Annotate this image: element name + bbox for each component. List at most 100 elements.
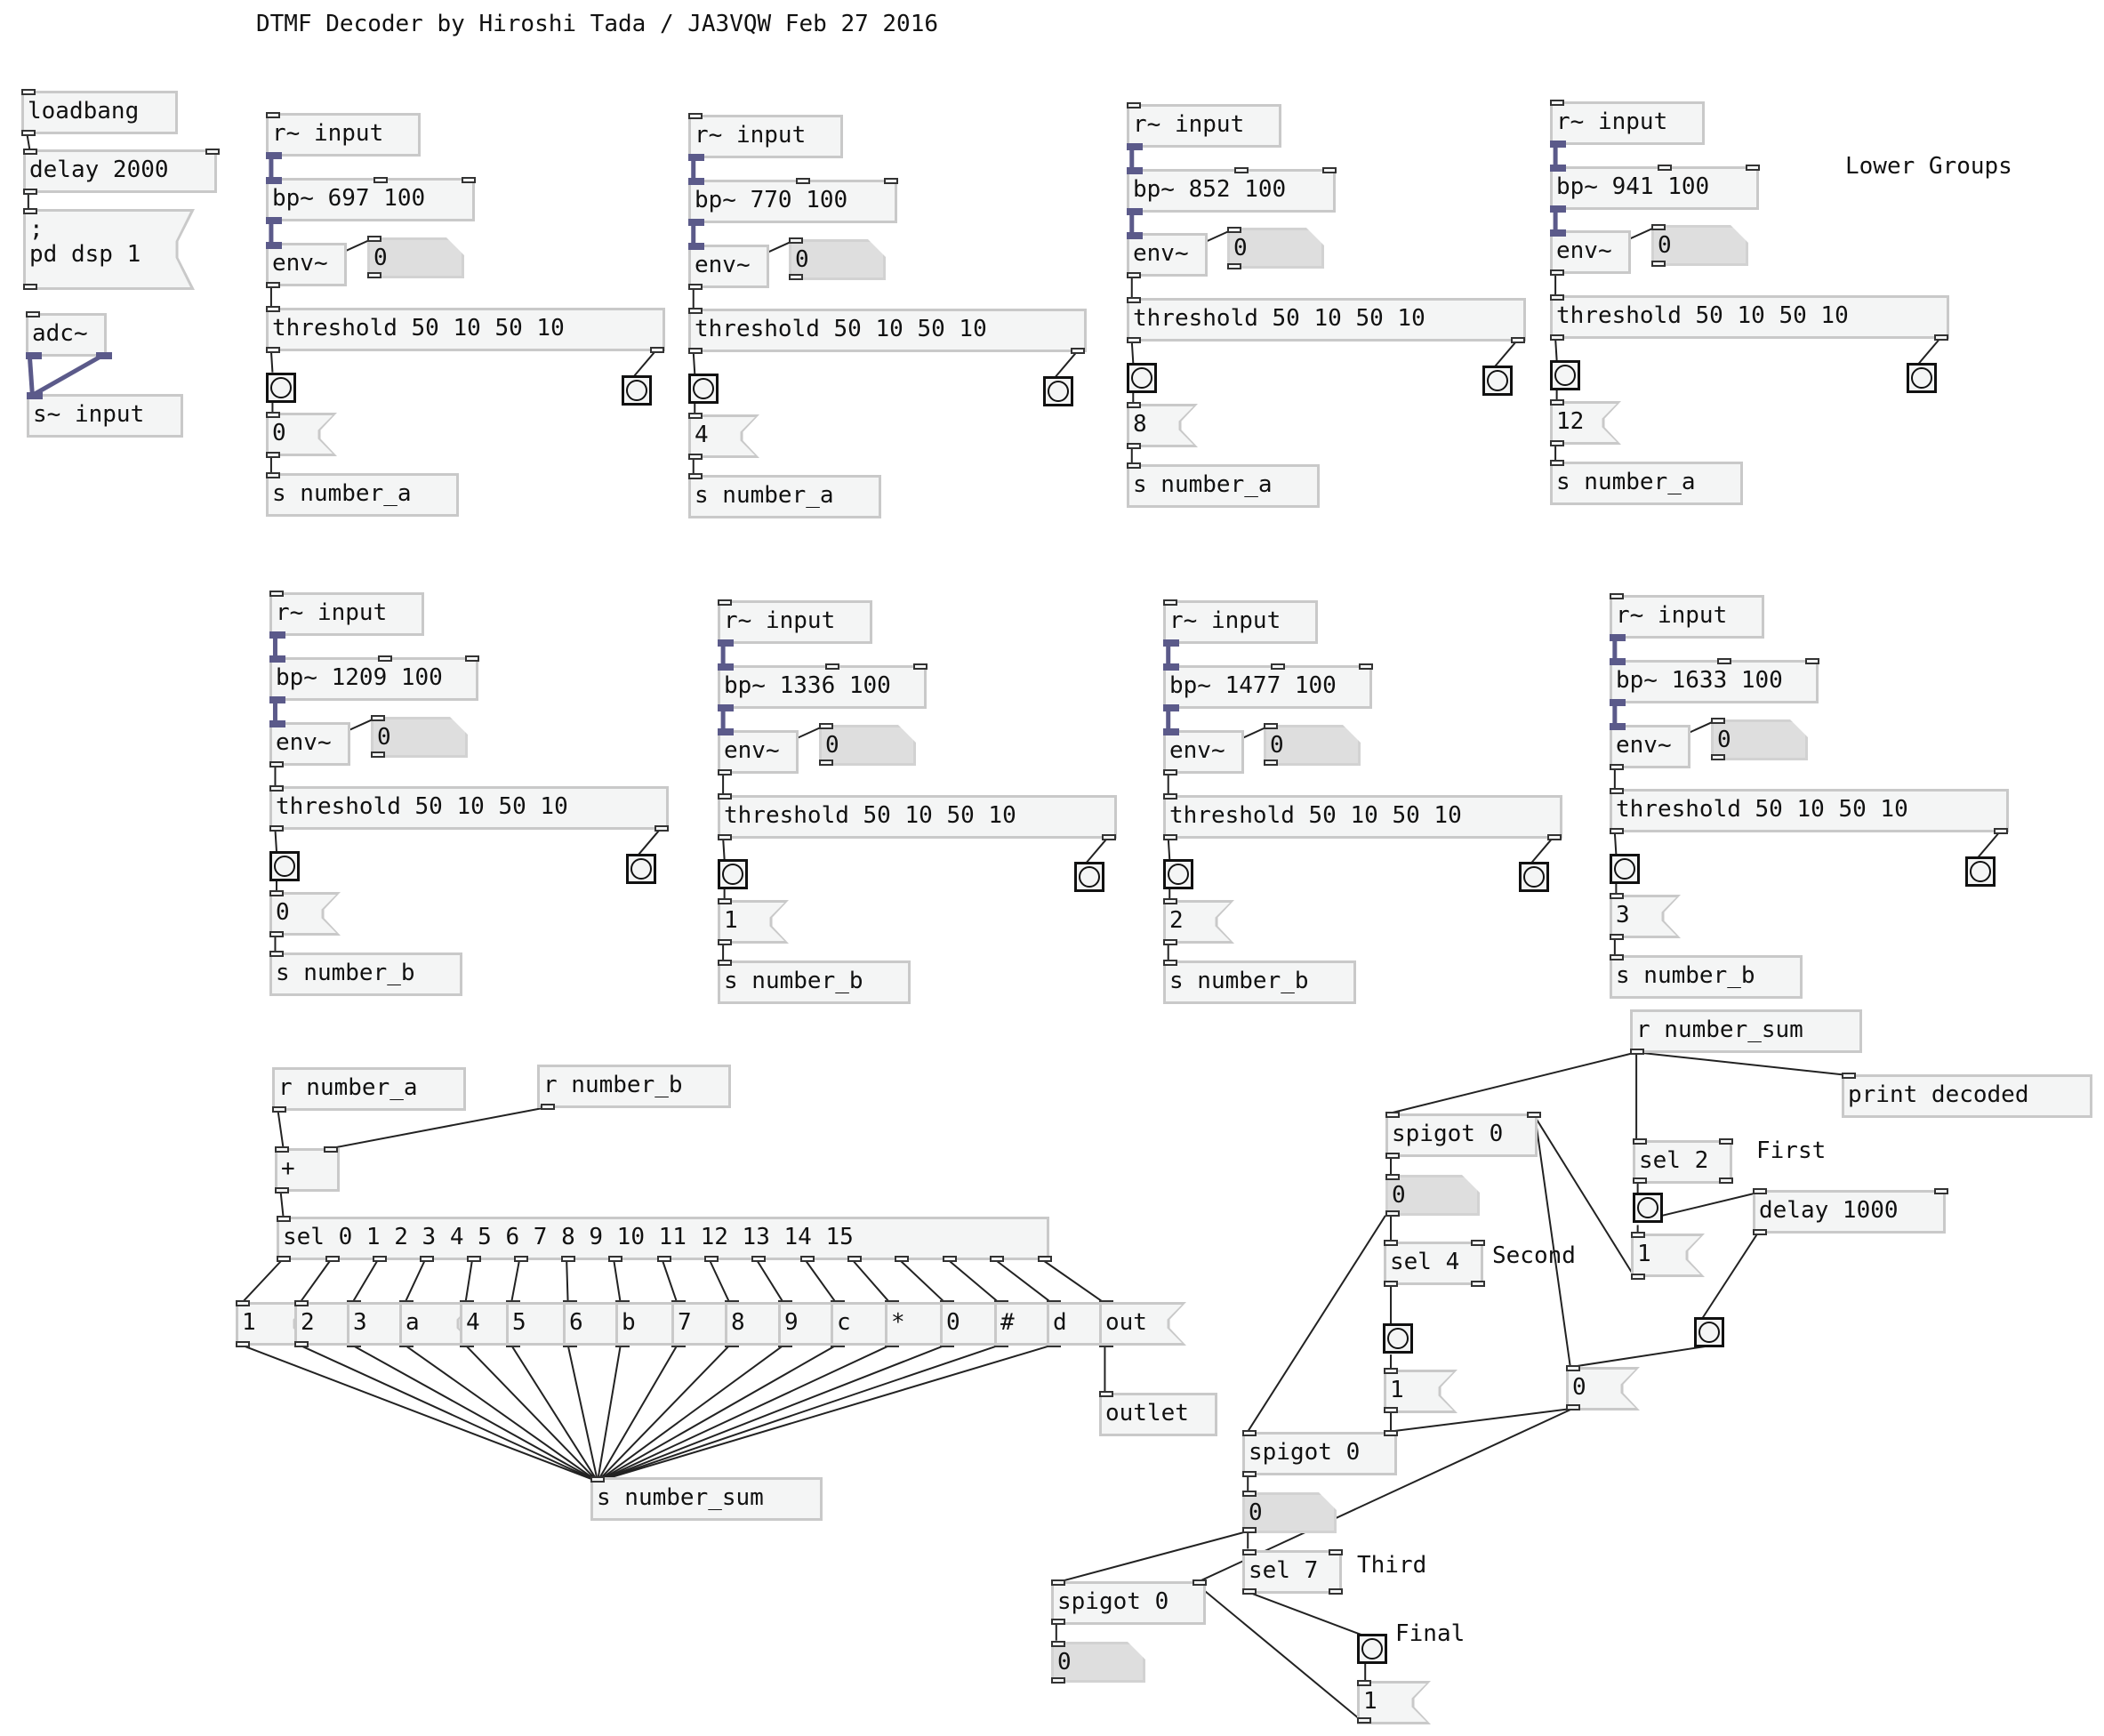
- signal-port[interactable]: [1163, 728, 1179, 735]
- control-port[interactable]: [1227, 227, 1241, 233]
- number-box-3[interactable]: 0: [1051, 1642, 1145, 1683]
- signal-port[interactable]: [1127, 167, 1143, 174]
- trigger-bang[interactable]: [1163, 859, 1193, 889]
- outlet-object[interactable]: outlet: [1099, 1393, 1217, 1436]
- control-port[interactable]: [1527, 1112, 1541, 1118]
- control-port[interactable]: [514, 1256, 528, 1262]
- level-number-box[interactable]: 0: [1651, 225, 1748, 266]
- signal-port[interactable]: [1550, 205, 1566, 213]
- level-number-box[interactable]: 0: [371, 717, 468, 758]
- control-port[interactable]: [1051, 1677, 1065, 1684]
- control-port[interactable]: [913, 663, 928, 670]
- control-port[interactable]: [1550, 334, 1564, 341]
- control-port[interactable]: [654, 825, 669, 832]
- control-port[interactable]: [1610, 764, 1624, 770]
- control-port[interactable]: [1163, 834, 1177, 840]
- control-port[interactable]: [467, 1256, 481, 1262]
- threshold-object[interactable]: threshold 50 10 50 10: [1550, 295, 1949, 339]
- control-port[interactable]: [1651, 224, 1666, 230]
- signal-port[interactable]: [1163, 663, 1179, 671]
- send-number-object[interactable]: s number_a: [688, 475, 881, 518]
- control-port[interactable]: [1610, 593, 1624, 599]
- control-port[interactable]: [1127, 462, 1141, 469]
- control-port[interactable]: [541, 1104, 555, 1110]
- key-message-hash[interactable]: #: [994, 1302, 1051, 1346]
- control-port[interactable]: [1322, 167, 1337, 173]
- bandpass-filter-object[interactable]: bp~ 1336 100: [718, 665, 927, 709]
- control-port[interactable]: [884, 178, 898, 184]
- control-port[interactable]: [1631, 1274, 1645, 1280]
- control-port[interactable]: [23, 149, 37, 155]
- value-message[interactable]: 12: [1550, 401, 1602, 445]
- delay-2000-object[interactable]: delay 2000: [23, 149, 217, 193]
- control-port[interactable]: [269, 931, 284, 937]
- signal-port[interactable]: [688, 178, 704, 185]
- control-port[interactable]: [847, 1256, 862, 1262]
- control-port[interactable]: [1384, 1368, 1398, 1374]
- control-port[interactable]: [266, 412, 280, 418]
- signal-port[interactable]: [269, 655, 285, 663]
- send-number-sum-object[interactable]: s number_sum: [590, 1477, 823, 1521]
- value-message[interactable]: 4: [688, 414, 740, 458]
- control-port[interactable]: [420, 1256, 434, 1262]
- control-port[interactable]: [1127, 297, 1141, 303]
- value-message[interactable]: 3: [1610, 895, 1661, 938]
- key-message-6[interactable]: 6: [563, 1302, 620, 1346]
- control-port[interactable]: [1193, 1579, 1207, 1586]
- signal-port[interactable]: [266, 177, 282, 184]
- control-port[interactable]: [718, 960, 732, 966]
- send-number-object[interactable]: s number_b: [1610, 955, 1803, 999]
- receive-input-object[interactable]: r~ input: [718, 600, 872, 644]
- control-port[interactable]: [1385, 1112, 1400, 1118]
- signal-port[interactable]: [1163, 639, 1179, 647]
- control-port[interactable]: [1630, 1049, 1644, 1055]
- control-port[interactable]: [1610, 954, 1624, 960]
- control-port[interactable]: [704, 1256, 719, 1262]
- send-number-object[interactable]: s number_b: [718, 960, 911, 1004]
- trigger-bang[interactable]: [688, 374, 719, 404]
- control-port[interactable]: [1934, 334, 1948, 341]
- envelope-object[interactable]: env~: [718, 730, 799, 774]
- control-port[interactable]: [1994, 828, 2008, 834]
- release-bang[interactable]: [1043, 376, 1073, 406]
- control-port[interactable]: [718, 898, 732, 904]
- control-port[interactable]: [1329, 1588, 1343, 1595]
- control-port[interactable]: [718, 939, 732, 945]
- control-port[interactable]: [608, 1256, 622, 1262]
- control-port[interactable]: [294, 1300, 309, 1306]
- control-port[interactable]: [1163, 599, 1177, 606]
- control-port[interactable]: [23, 189, 37, 195]
- control-port[interactable]: [718, 769, 732, 776]
- sel-2-object[interactable]: sel 2: [1633, 1140, 1732, 1184]
- control-port[interactable]: [269, 761, 284, 768]
- control-port[interactable]: [1242, 1549, 1257, 1555]
- control-port[interactable]: [1127, 102, 1141, 108]
- control-port[interactable]: [1547, 834, 1562, 840]
- signal-port[interactable]: [688, 243, 704, 250]
- control-port[interactable]: [269, 951, 284, 957]
- value-message[interactable]: 0: [266, 413, 317, 456]
- control-port[interactable]: [1631, 1232, 1645, 1238]
- signal-port[interactable]: [1163, 704, 1179, 711]
- control-port[interactable]: [895, 1256, 909, 1262]
- value-message[interactable]: 1: [718, 900, 769, 944]
- control-port[interactable]: [819, 760, 833, 766]
- control-port[interactable]: [1051, 1579, 1065, 1586]
- control-port[interactable]: [789, 237, 803, 244]
- control-port[interactable]: [1471, 1240, 1485, 1246]
- control-port[interactable]: [688, 348, 703, 354]
- receive-input-object[interactable]: r~ input: [1127, 104, 1281, 148]
- control-port[interactable]: [1357, 1680, 1371, 1686]
- control-port[interactable]: [1753, 1188, 1767, 1194]
- key-message-a[interactable]: a: [399, 1302, 456, 1346]
- control-port[interactable]: [1385, 1153, 1400, 1159]
- signal-port[interactable]: [269, 720, 285, 727]
- control-port[interactable]: [1566, 1365, 1580, 1371]
- control-port[interactable]: [266, 452, 280, 458]
- control-port[interactable]: [277, 1216, 291, 1222]
- control-port[interactable]: [1385, 1174, 1400, 1180]
- threshold-object[interactable]: threshold 50 10 50 10: [266, 308, 665, 351]
- release-bang[interactable]: [1482, 366, 1513, 396]
- threshold-object[interactable]: threshold 50 10 50 10: [1127, 298, 1526, 342]
- control-port[interactable]: [269, 785, 284, 792]
